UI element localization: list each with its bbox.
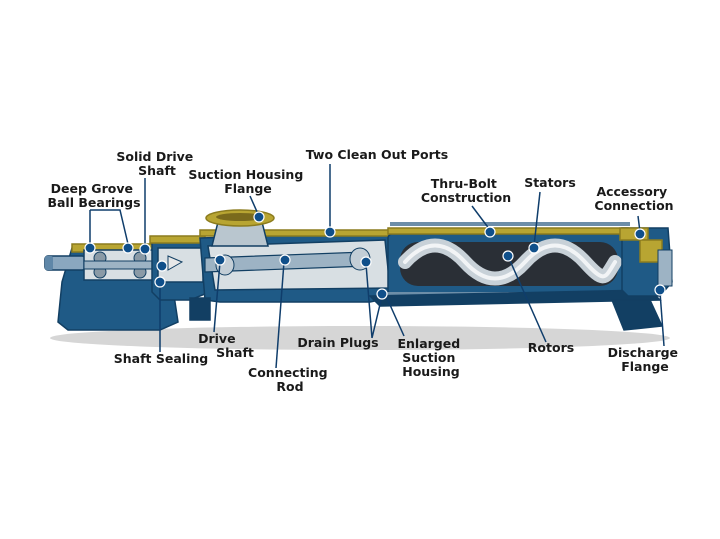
- marker-bearing-right: [122, 242, 134, 254]
- shaft-coupling: [167, 255, 184, 271]
- callout-labels: Deep Grove Ball Bearings Solid Drive Sha…: [47, 147, 683, 394]
- input-shaft-end: [45, 256, 53, 270]
- seal-housing-top-accent: [149, 235, 206, 244]
- label-drain-plugs: Drain Plugs: [297, 335, 378, 350]
- marker-drain-plug-top: [360, 256, 372, 268]
- label-stators: Stators: [524, 175, 576, 190]
- leader-stators: [533, 191, 541, 247]
- stator-tube-top-accent: [387, 227, 629, 235]
- marker-rotors: [502, 250, 514, 262]
- discharge-flange-plate: [657, 249, 673, 287]
- label-thru-bolt: Thru-Bolt Construction: [421, 176, 511, 205]
- label-shaft-sealing: Shaft Sealing: [114, 351, 208, 366]
- suction-flange-opening: [216, 213, 264, 221]
- marker-bearing-left: [84, 242, 96, 254]
- callout-markers: [84, 211, 666, 300]
- leader-suction-housing-flange: [249, 195, 259, 215]
- marker-discharge: [654, 284, 666, 296]
- leader-connecting-rod: [275, 261, 285, 369]
- thru-bolt-top: [390, 222, 630, 226]
- marker-connecting-rod: [279, 254, 291, 266]
- ground-shadow: [50, 326, 670, 350]
- leader-drain-plugs: [365, 263, 383, 339]
- marker-drive-shaft: [214, 254, 226, 266]
- marker-drain-plug-bottom: [376, 288, 388, 300]
- label-deep-grove: Deep Grove Ball Bearings: [47, 181, 140, 210]
- leader-drive-shaft: [213, 261, 221, 333]
- label-enlarged-suction-housing: Enlarged Suction Housing: [397, 336, 464, 379]
- label-solid-drive-shaft: Solid Drive Shaft: [116, 149, 197, 178]
- marker-accessory: [634, 228, 646, 240]
- marker-stators: [528, 242, 540, 254]
- leader-enlarged-suction: [385, 295, 405, 337]
- leader-deep-grove: [89, 209, 129, 245]
- marker-shaft-sealing: [154, 276, 166, 288]
- label-suction-housing-flange: Suction Housing Flange: [188, 167, 307, 196]
- label-discharge-flange: Discharge Flange: [608, 345, 683, 374]
- leader-discharge-flange: [659, 291, 665, 347]
- suction-leg: [189, 297, 211, 321]
- label-two-clean-out-ports: Two Clean Out Ports: [306, 147, 448, 162]
- label-rotors: Rotors: [528, 340, 574, 355]
- label-connecting-rod: Connecting Rod: [248, 365, 332, 394]
- marker-suction-flange: [253, 211, 265, 223]
- marker-shaft-sealing-2: [156, 260, 168, 272]
- leader-rotors: [507, 255, 547, 343]
- discharge-leg: [610, 299, 664, 331]
- label-drive-shaft: Drive Shaft: [198, 331, 254, 360]
- label-accessory-connection: Accessory Connection: [594, 184, 673, 213]
- rotor-helix-highlight: [403, 243, 617, 281]
- marker-solid-drive-shaft: [139, 243, 151, 255]
- leader-thru-bolt: [471, 205, 491, 231]
- leader-lines: [89, 164, 665, 369]
- marker-clean-out: [324, 226, 336, 238]
- pump-illustration: [44, 209, 673, 331]
- marker-thru-bolt: [484, 226, 496, 238]
